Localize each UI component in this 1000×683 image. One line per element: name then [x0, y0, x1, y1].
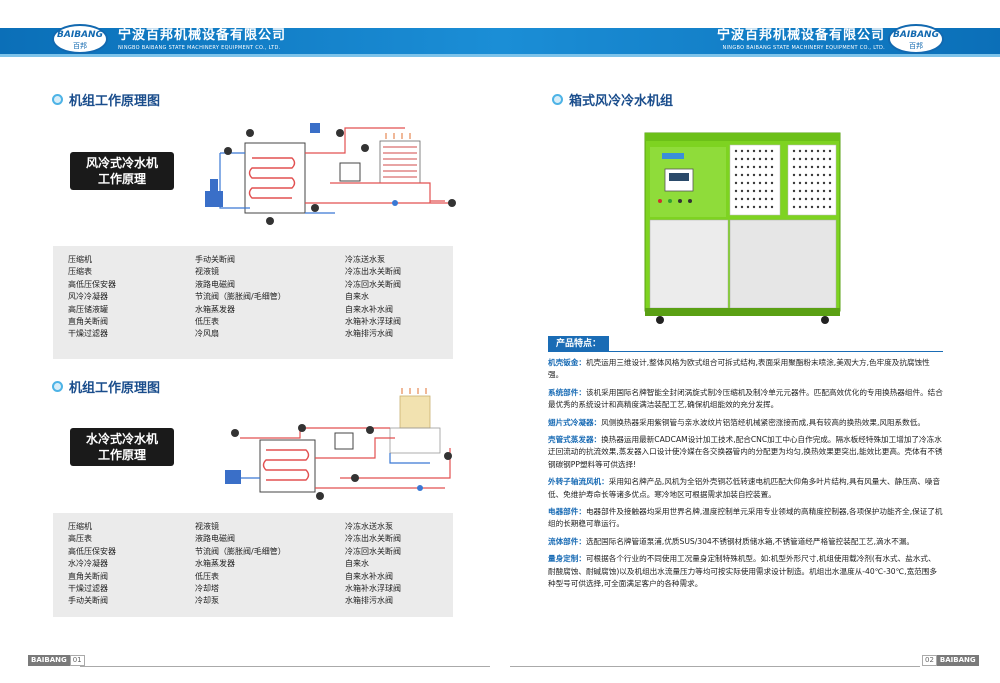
logo-left: BAIBANG 百邦 — [52, 24, 108, 54]
section-title-2: 机组工作原理图 — [52, 377, 160, 396]
header-bar — [0, 28, 1000, 54]
logo-brand-cn: 百邦 — [909, 42, 923, 50]
legend-col-2: 视液镜液路电磁阀节流阀（膨胀阀/毛细管）水箱蒸发器低压表冷却塔冷却泵 — [195, 522, 286, 606]
features-list: 机壳钣金：机壳运用三维设计,整体风格为欧式组合可拆式结构,表面采用聚酯粉末喷涂,… — [548, 357, 943, 596]
feature-item: 翅片式冷凝器：风侧换热器采用紫铜管与亲水波纹片铝箔经机械紧密涨接而成,具有较高的… — [548, 417, 925, 427]
section-title-1: 机组工作原理图 — [52, 90, 160, 109]
air-cooled-diagram — [205, 123, 456, 225]
legend-col-2: 手动关断阀视液镜液路电磁阀节流阀（膨胀阀/毛细管）水箱蒸发器低压表冷风扇 — [195, 255, 286, 339]
feature-item: 流体部件：选配国际名牌管道泵浦,优质SUS/304不锈钢材质储水箱,不锈管道经严… — [548, 536, 915, 546]
diagram-label-water: 水冷式冷水机 工作原理 — [70, 428, 174, 466]
company-cn: 宁波百邦机械设备有限公司 — [716, 28, 885, 43]
feature-item: 电器部件：电器部件及接触器均采用世界名牌,温度控制单元采用专业领域的高精度控制器… — [548, 507, 943, 529]
feature-item: 机壳钣金：机壳运用三维设计,整体风格为欧式组合可拆式结构,表面采用聚酯粉末喷涂,… — [548, 358, 930, 380]
legend-col-1: 压缩机压缩表高低压保安器风冷冷凝器高压储液罐直角关断阀干燥过滤器 — [68, 255, 116, 339]
bullet-icon — [552, 94, 563, 105]
footer-rule-right — [510, 666, 920, 667]
legend-col-1: 压缩机高压表高低压保安器水冷冷凝器直角关断阀干燥过滤器手动关断阀 — [68, 522, 116, 606]
bullet-icon — [52, 381, 63, 392]
feature-item: 外转子轴流风机：采用知名牌产品,风机为全铝外壳铜芯低转速电机匹配大仰角多叶片结构… — [548, 477, 941, 499]
legend-col-3: 冷冻水送水泵冷冻出水关断阀冷冻回水关断阀自来水自来水补水阀水箱补水浮球阀水箱排污… — [345, 522, 401, 606]
page-number: 01 — [69, 655, 85, 666]
logo-brand: BAIBANG — [893, 30, 939, 40]
company-name-left: 宁波百邦机械设备有限公司 NINGBO BAIBANG STATE MACHIN… — [118, 28, 286, 52]
section-title-right: 箱式风冷冷水机组 — [552, 90, 673, 109]
footer-brand: BAIBANG — [936, 655, 979, 666]
legend-air: 压缩机压缩表高低压保安器风冷冷凝器高压储液罐直角关断阀干燥过滤器 手动关断阀视液… — [53, 246, 453, 359]
header-accent-line — [0, 54, 1000, 57]
feature-item: 壳管式蒸发器：换热器运用最新CADCAM设计加工技术,配合CNC加工中心自作完成… — [548, 435, 943, 469]
diagram-label-air: 风冷式冷水机 工作原理 — [70, 152, 174, 190]
company-cn: 宁波百邦机械设备有限公司 — [118, 28, 287, 43]
chiller-unit-image — [644, 132, 841, 324]
footer-rule-left — [80, 666, 490, 667]
footer-brand: BAIBANG — [28, 655, 70, 666]
company-name-right: 宁波百邦机械设备有限公司 NINGBO BAIBANG STATE MACHIN… — [700, 28, 885, 52]
company-en: NINGBO BAIBANG STATE MACHINERY EQUIPMENT… — [118, 45, 281, 51]
page-number: 02 — [922, 655, 937, 666]
logo-brand: BAIBANG — [57, 30, 103, 40]
features-title: 产品特点： — [548, 336, 610, 352]
legend-col-3: 冷冻送水泵冷冻出水关断阀冷冻回水关断阀自来水自来水补水阀水箱补水浮球阀水箱排污水… — [345, 255, 401, 339]
features-underline — [548, 351, 943, 352]
bullet-icon — [52, 94, 63, 105]
features-header: 产品特点： — [548, 336, 943, 352]
feature-item: 量身定制：可根据各个行业的不同使用工况量身定制特殊机型。如:机型外形尺寸,机组使… — [548, 554, 937, 589]
logo-brand-cn: 百邦 — [73, 42, 87, 50]
legend-water: 压缩机高压表高低压保安器水冷冷凝器直角关断阀干燥过滤器手动关断阀 视液镜液路电磁… — [53, 513, 453, 617]
logo-right: BAIBANG 百邦 — [888, 24, 944, 54]
feature-item: 系统部件：该机采用国际名牌智能全封闭涡旋式制冷压缩机及制冷单元元器件。匹配高效优… — [548, 387, 943, 410]
company-en: NINGBO BAIBANG STATE MACHINERY EQUIPMENT… — [722, 45, 885, 51]
water-cooled-diagram — [225, 388, 452, 500]
